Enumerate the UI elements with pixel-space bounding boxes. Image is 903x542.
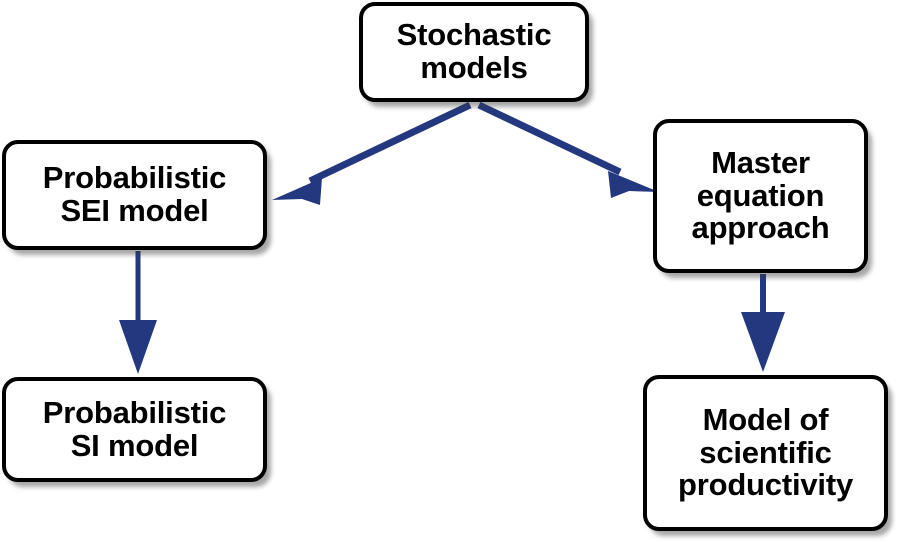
edge-stochastic-to-sei-arrowhead [272, 178, 322, 205]
edge-stochastic-to-master-arrowhead [608, 171, 659, 198]
node-probabilistic-si-model-label: Probabilistic SI model [42, 394, 227, 463]
edge-stochastic-to-master-line [477, 101, 622, 176]
node-stochastic-models[interactable]: Stochastic models [359, 2, 589, 102]
node-model-of-scientific-productivity[interactable]: Model of scientific productivity [643, 375, 888, 531]
edge-stochastic-to-sei [272, 101, 472, 205]
edge-stochastic-to-sei-line [308, 101, 472, 185]
edge-master-to-productivity-arrowhead [741, 312, 785, 372]
edge-master-to-productivity [741, 274, 785, 372]
node-master-equation-approach-label: Master equation approach [691, 144, 830, 246]
edge-stochastic-to-master [477, 101, 659, 198]
node-probabilistic-si-model[interactable]: Probabilistic SI model [2, 377, 267, 482]
node-master-equation-approach[interactable]: Master equation approach [653, 119, 868, 273]
node-probabilistic-sei-model[interactable]: Probabilistic SEI model [2, 140, 267, 250]
edge-sei-to-si-arrowhead [119, 320, 157, 374]
node-model-of-scientific-productivity-label: Model of scientific productivity [677, 401, 853, 503]
node-probabilistic-sei-model-label: Probabilistic SEI model [42, 160, 227, 228]
node-stochastic-models-label: Stochastic models [396, 17, 552, 85]
edge-sei-to-si [119, 251, 157, 374]
